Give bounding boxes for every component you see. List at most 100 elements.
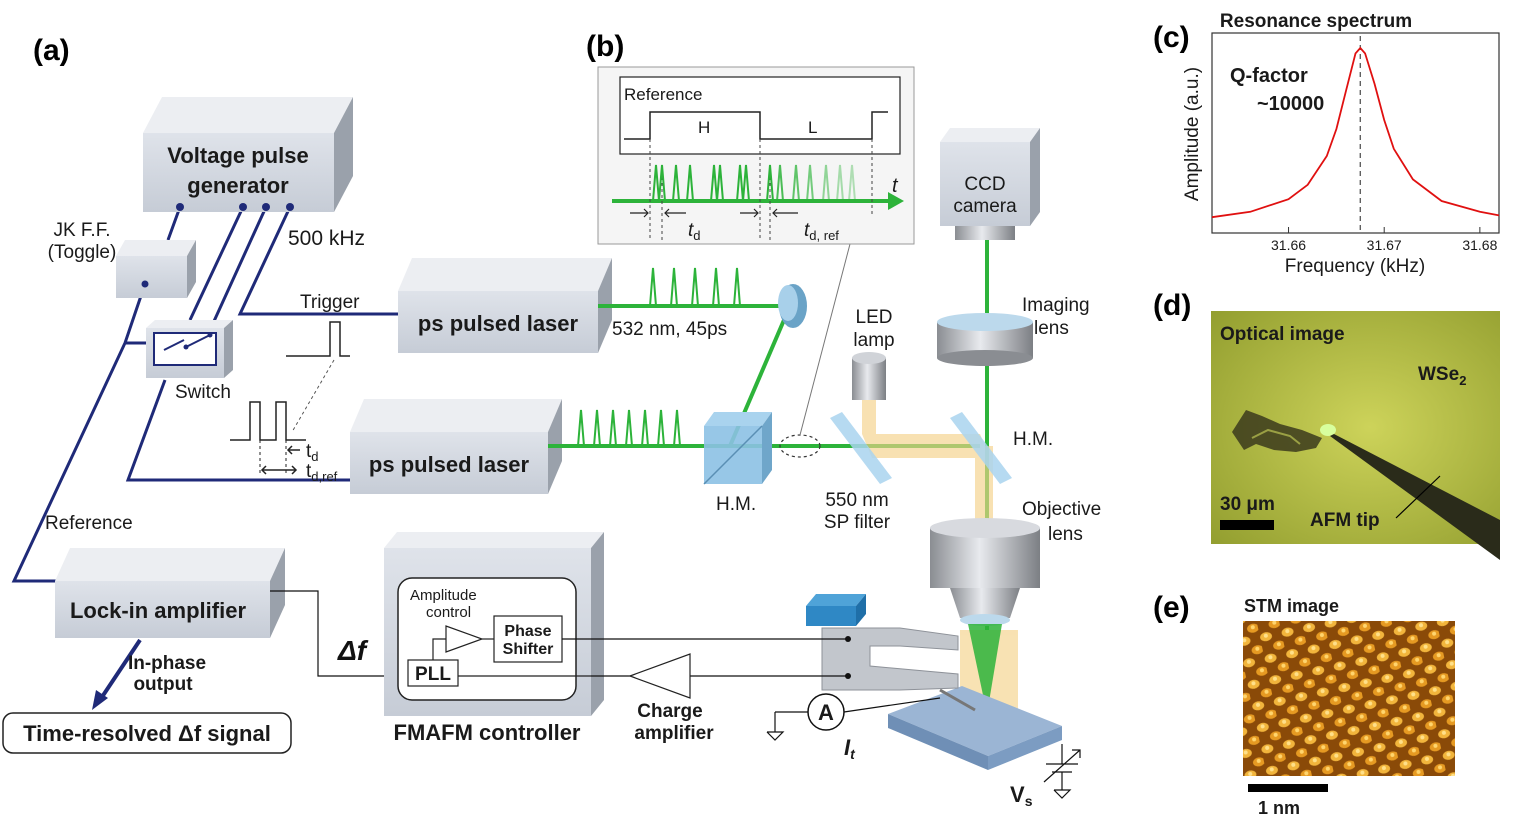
- half-mirror-cube: H.M.: [703, 412, 772, 515]
- svg-text:CCD: CCD: [964, 174, 1005, 195]
- delta-f-wire: [270, 590, 398, 677]
- svg-text:generator: generator: [187, 173, 289, 198]
- tdref-label: td,ref: [306, 461, 338, 484]
- qfactor-label: Q-factor: [1230, 65, 1308, 87]
- mirror: [778, 284, 807, 328]
- inset-pulse: [658, 164, 666, 202]
- x-tick-label: 31.66: [1271, 237, 1306, 253]
- chart-title: Resonance spectrum: [1220, 11, 1412, 32]
- time-resolved-box: [2, 712, 292, 754]
- panel-label-d: (d): [1153, 289, 1191, 322]
- resonance-curve: [1211, 46, 1500, 219]
- svg-text:Switch: Switch: [175, 382, 231, 403]
- svg-text:Optical image: Optical image: [1220, 324, 1345, 345]
- svg-text:Lock-in amplifier: Lock-in amplifier: [70, 598, 246, 623]
- sp-filter: 550 nm SP filter: [824, 412, 892, 533]
- x-tick-label: 31.67: [1367, 237, 1402, 253]
- panel-label-e: (e): [1153, 591, 1190, 624]
- half-mirror-right: H.M.: [950, 412, 1053, 484]
- svg-text:lens: lens: [1034, 318, 1069, 339]
- svg-text:lens: lens: [1048, 524, 1083, 545]
- trigger-pulse: [286, 321, 350, 357]
- inset-pulse: [716, 164, 724, 202]
- inset-pulse: [822, 164, 830, 202]
- svg-text:AFM tip: AFM tip: [1310, 510, 1380, 531]
- svg-text:Amplitude: Amplitude: [410, 587, 477, 604]
- svg-text:control: control: [426, 604, 471, 621]
- optical-image: Optical image WSe2 30 μm AFM tip: [1211, 311, 1500, 560]
- inset-pulse: [836, 164, 844, 202]
- trigger-label: Trigger: [300, 292, 360, 313]
- svg-text:STM image: STM image: [1244, 596, 1339, 616]
- pulse-train-bottom: [577, 409, 681, 447]
- svg-text:LED: LED: [856, 307, 893, 328]
- svg-text:ps pulsed laser: ps pulsed laser: [369, 452, 530, 477]
- svg-text:L: L: [808, 118, 817, 137]
- chart-frame: [1211, 32, 1500, 234]
- svg-text:lamp: lamp: [853, 330, 894, 351]
- inphase-label-2: output: [133, 674, 193, 695]
- wavelength-label: 532 nm, 45ps: [612, 319, 727, 340]
- fmafm-controller: Amplitude control Phase Shifter PLL FMAF…: [384, 532, 604, 745]
- sample-stage: [888, 686, 1062, 770]
- svg-text:Imaging: Imaging: [1022, 295, 1090, 316]
- svg-text:Charge: Charge: [637, 701, 702, 722]
- ccd-camera: CCD camera: [940, 128, 1040, 240]
- svg-text:It: It: [844, 735, 856, 762]
- svg-text:PLL: PLL: [415, 664, 451, 685]
- inset-pulse: [672, 164, 680, 202]
- inset-pulse: [686, 164, 694, 202]
- svg-text:1 nm: 1 nm: [1258, 798, 1300, 818]
- stm-image: STM image 1 nm: [1243, 596, 1455, 818]
- svg-text:td, ref: td, ref: [804, 220, 839, 243]
- lockin-amplifier: Lock-in amplifier: [55, 548, 285, 638]
- delta-f-label: Δf: [337, 635, 369, 666]
- svg-text:A: A: [818, 700, 834, 725]
- resonance-chart: Resonance spectrum Q-factor ~10000 31.66…: [1182, 11, 1500, 277]
- svg-text:FMAFM controller: FMAFM controller: [394, 720, 581, 745]
- svg-text:30 μm: 30 μm: [1220, 494, 1275, 515]
- svg-text:SP filter: SP filter: [824, 512, 891, 533]
- svg-text:550 nm: 550 nm: [825, 490, 888, 511]
- inset-pulse: [710, 164, 718, 202]
- charge-amplifier: Charge amplifier: [628, 653, 714, 744]
- svg-text:amplifier: amplifier: [634, 723, 714, 744]
- panel-label-c: (c): [1153, 21, 1190, 54]
- svg-text:Objective: Objective: [1022, 499, 1101, 520]
- svg-text:H.M.: H.M.: [1013, 429, 1053, 450]
- td-pulse-diagram: [230, 401, 306, 475]
- x-tick-label: 31.68: [1462, 237, 1497, 253]
- cantilever-holder: [806, 594, 976, 712]
- svg-text:(Toggle): (Toggle): [48, 242, 117, 263]
- inset-pulse: [742, 164, 750, 202]
- svg-text:td: td: [688, 220, 701, 243]
- ammeter: A It: [766, 693, 941, 762]
- imaging-lens: Imaging lens: [937, 295, 1090, 366]
- freq-500khz-label: 500 kHz: [288, 227, 365, 250]
- panel-label-b: (b): [586, 30, 624, 63]
- svg-text:t: t: [892, 175, 899, 197]
- qfactor-value: ~10000: [1257, 93, 1324, 115]
- svg-text:ps pulsed laser: ps pulsed laser: [418, 311, 579, 336]
- panel-b-inset: Reference H L t td td, ref: [597, 66, 915, 245]
- bias-voltage: [1043, 744, 1081, 799]
- voltage-pulse-generator: Voltage pulse generator: [143, 97, 353, 212]
- jk-flipflop: JK F.F. (Toggle): [48, 220, 196, 298]
- vs-label: Vs: [1010, 782, 1033, 809]
- signal-wires: [11, 206, 398, 583]
- reference-label: Reference: [45, 513, 133, 534]
- x-axis-label: Frequency (kHz): [1285, 256, 1425, 277]
- panel-label-a: (a): [33, 34, 70, 67]
- svg-text:Voltage pulse: Voltage pulse: [167, 143, 308, 168]
- td-label: td: [306, 441, 319, 464]
- svg-text:H: H: [698, 118, 710, 137]
- svg-text:H.M.: H.M.: [716, 494, 756, 515]
- inset-pulse: [848, 164, 856, 202]
- pulse-train-top: [649, 267, 741, 307]
- led-lamp: LED lamp: [852, 307, 895, 400]
- focused-beam: [968, 624, 1002, 714]
- inphase-label: In-phase: [128, 653, 206, 674]
- svg-text:JK F.F.: JK F.F.: [53, 220, 110, 241]
- inset-pulse: [806, 164, 814, 202]
